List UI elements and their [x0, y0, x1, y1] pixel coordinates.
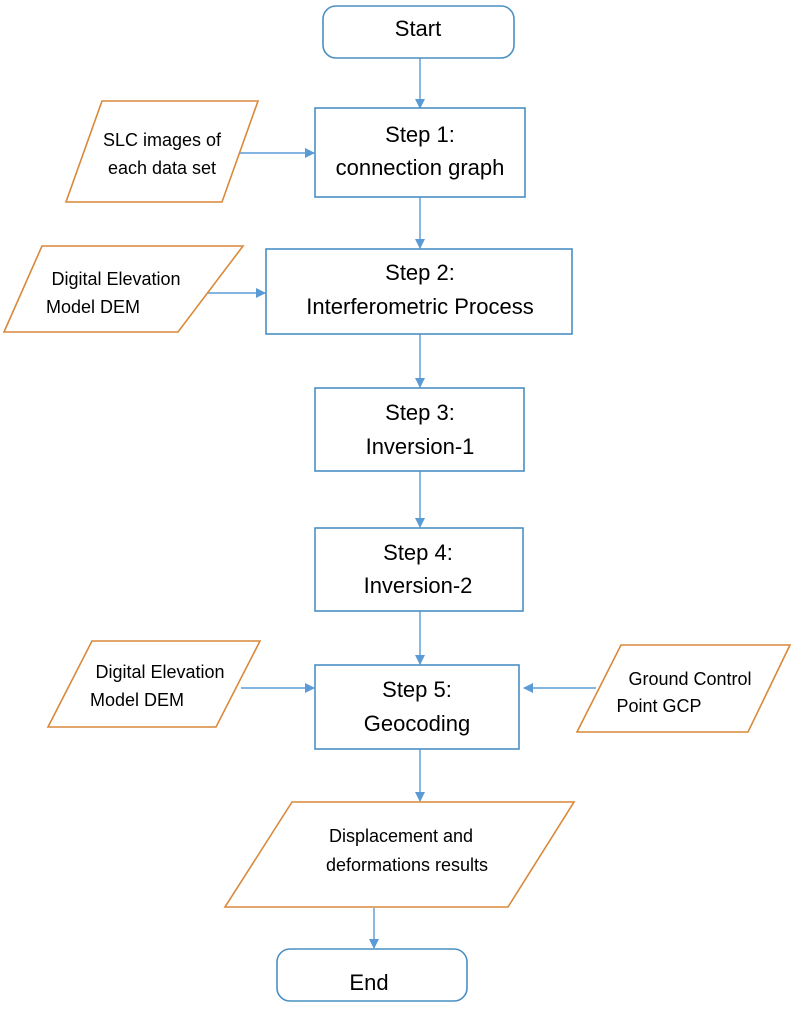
slc-input-node: SLC images of each data set — [64, 100, 260, 203]
slc-input-shape — [64, 100, 260, 203]
step1-description: connection graph — [336, 155, 505, 180]
start-node: Start — [322, 5, 515, 59]
dem-input-2-line1: Digital Elevation — [95, 662, 224, 682]
results-output-node: Displacement and deformations results — [223, 801, 576, 908]
slc-input-line2: each data set — [108, 158, 216, 178]
step5-description: Geocoding — [364, 711, 470, 736]
step2-shape — [265, 248, 573, 335]
step3-description: Inversion-1 — [366, 434, 475, 459]
step3-node: Step 3: Inversion-1 — [314, 387, 525, 472]
start-label: Start — [395, 16, 441, 41]
end-shape — [276, 948, 468, 1002]
step4-description: Inversion-2 — [364, 573, 473, 598]
dem-input-node-1: Digital Elevation Model DEM — [2, 245, 245, 333]
end-node: End — [276, 948, 468, 1002]
dem-input-node-2: Digital Elevation Model DEM — [46, 640, 262, 728]
step1-node: Step 1: connection graph — [314, 107, 526, 198]
slc-input-line1: SLC images of — [103, 130, 222, 150]
gcp-input-shape — [575, 644, 792, 733]
dem-input-shape-2 — [46, 640, 262, 728]
dem-input-shape-1 — [2, 245, 245, 333]
results-output-shape — [223, 801, 576, 908]
step4-title: Step 4: — [383, 540, 453, 565]
gcp-input-line2: Point GCP — [616, 696, 701, 716]
step1-shape — [314, 107, 526, 198]
step3-title: Step 3: — [385, 400, 455, 425]
gcp-input-line1: Ground Control — [628, 669, 751, 689]
dem-input-2-line2: Model DEM — [90, 690, 184, 710]
step2-title: Step 2: — [385, 260, 455, 285]
step4-shape — [314, 527, 524, 612]
step5-shape — [314, 664, 520, 750]
step5-node: Step 5: Geocoding — [314, 664, 520, 750]
gcp-input-node: Ground Control Point GCP — [575, 644, 792, 733]
dem-input-1-line2: Model DEM — [46, 297, 140, 317]
results-line1: Displacement and — [329, 826, 473, 846]
start-shape — [322, 5, 515, 59]
end-label: End — [349, 970, 388, 995]
step2-description: Interferometric Process — [306, 294, 533, 319]
step2-node: Step 2: Interferometric Process — [265, 248, 573, 335]
results-line2: deformations results — [326, 855, 488, 875]
step4-node: Step 4: Inversion-2 — [314, 527, 524, 612]
step5-title: Step 5: — [382, 677, 452, 702]
dem-input-1-line1: Digital Elevation — [51, 269, 180, 289]
step3-shape — [314, 387, 525, 472]
step1-title: Step 1: — [385, 122, 455, 147]
